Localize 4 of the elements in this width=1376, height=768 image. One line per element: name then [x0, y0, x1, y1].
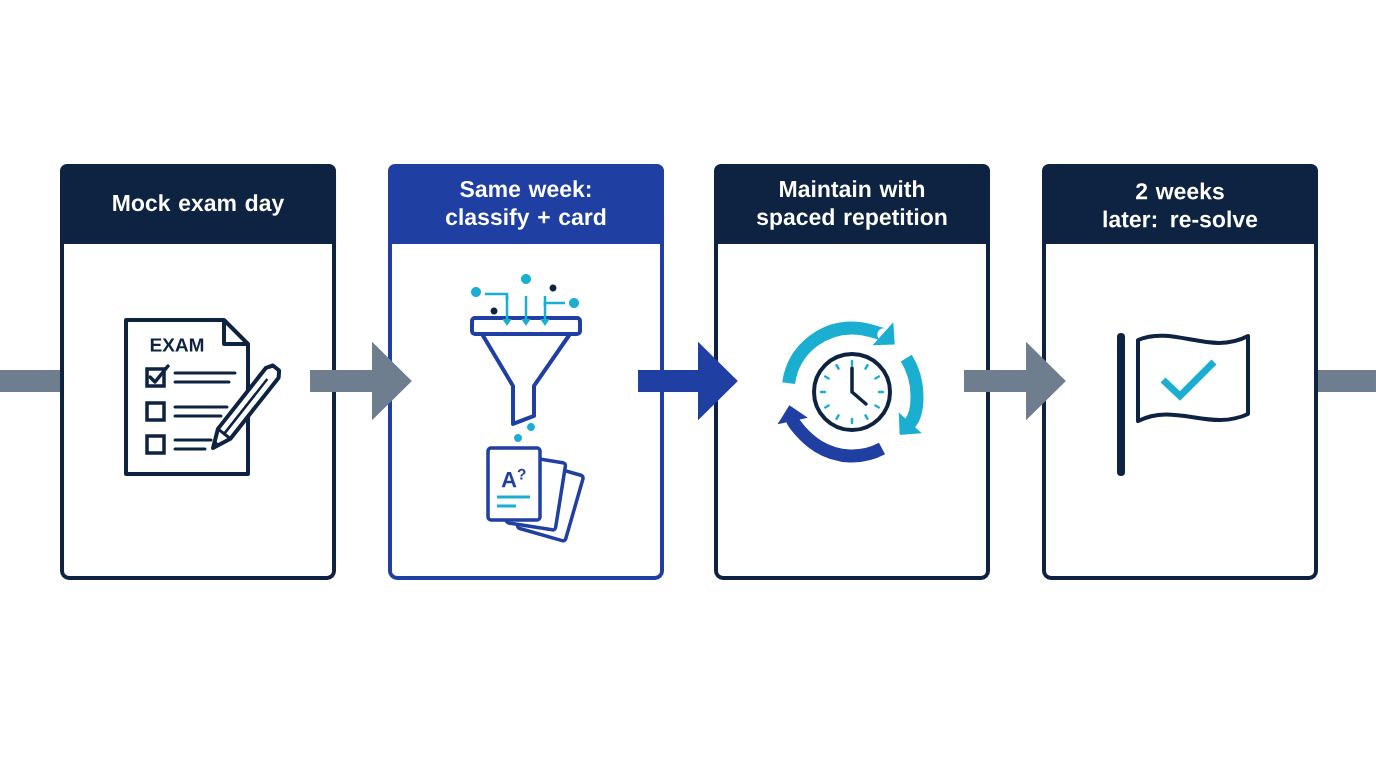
card-letter: A$^{?}$ [501, 468, 526, 488]
step-card: 2 weeks later: re-solve [1042, 164, 1318, 580]
step-card: Maintain with spaced repetition [714, 164, 990, 580]
paper-heading: EXAM [150, 338, 204, 352]
